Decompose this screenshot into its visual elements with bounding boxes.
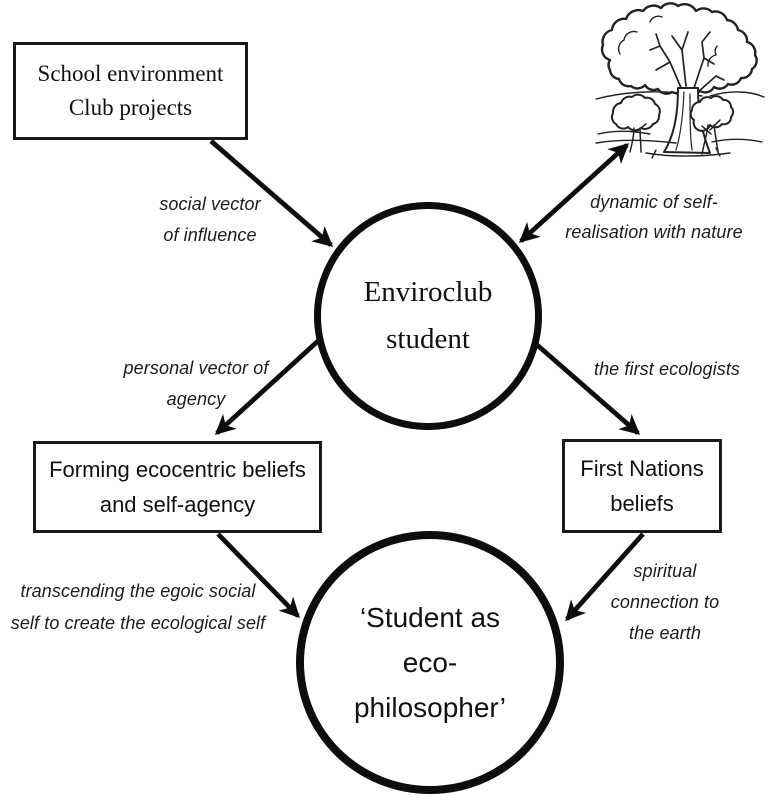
edge-label-spiritual-connection: spiritual connection to the earth xyxy=(595,556,735,649)
node-school-environment-club-projects: School environment Club projects xyxy=(13,42,248,140)
node-label-line: beliefs xyxy=(610,491,674,516)
edge-label-line: connection to xyxy=(610,592,720,612)
node-label-line: Forming ecocentric beliefs xyxy=(49,457,306,482)
edge-label-line: dynamic of self- xyxy=(590,192,718,212)
edge-label-line: realisation with nature xyxy=(565,222,743,242)
node-label-line: eco- xyxy=(402,647,458,678)
node-label-line: School environment xyxy=(37,61,224,86)
node-label-line: and self-agency xyxy=(99,492,256,517)
edge-label-transcending: transcending the egoic social self to cr… xyxy=(0,575,276,639)
edge-label-social-vector: social vector of influence xyxy=(128,189,292,251)
node-label-line: Club projects xyxy=(68,95,193,120)
tree-icon xyxy=(595,2,765,159)
edge-label-line: personal vector of xyxy=(123,358,269,378)
edge-label-line: the earth xyxy=(629,623,701,643)
node-student-as-eco-philosopher: ‘Student as eco- philosopher’ xyxy=(296,531,564,794)
edge-label-line: social vector xyxy=(159,194,261,214)
edge-label-line: self to create the ecological self xyxy=(10,613,266,633)
edge-label-first-ecologists: the first ecologists xyxy=(578,356,756,382)
node-enviroclub-student: Enviroclub student xyxy=(314,202,542,430)
edge-label-line: spiritual xyxy=(633,561,697,581)
edge-label-line: agency xyxy=(166,389,226,409)
node-label-line: philosopher’ xyxy=(353,692,507,723)
edge-label-nature-dynamic: dynamic of self- realisation with nature xyxy=(548,187,760,247)
node-first-nations-beliefs: First Nations beliefs xyxy=(562,439,722,533)
edge-label-personal-vector: personal vector of agency xyxy=(108,353,284,415)
edge-label-line: the first ecologists xyxy=(593,359,741,379)
node-label-line: student xyxy=(386,323,470,355)
node-label-line: First Nations xyxy=(580,456,704,481)
node-forming-ecocentric-beliefs: Forming ecocentric beliefs and self-agen… xyxy=(33,441,322,533)
edge-label-line: of influence xyxy=(163,225,257,245)
node-label-line: Enviroclub xyxy=(363,276,493,308)
node-label-line: ‘Student as xyxy=(359,602,501,633)
edge-label-line: transcending the egoic social xyxy=(20,581,256,601)
